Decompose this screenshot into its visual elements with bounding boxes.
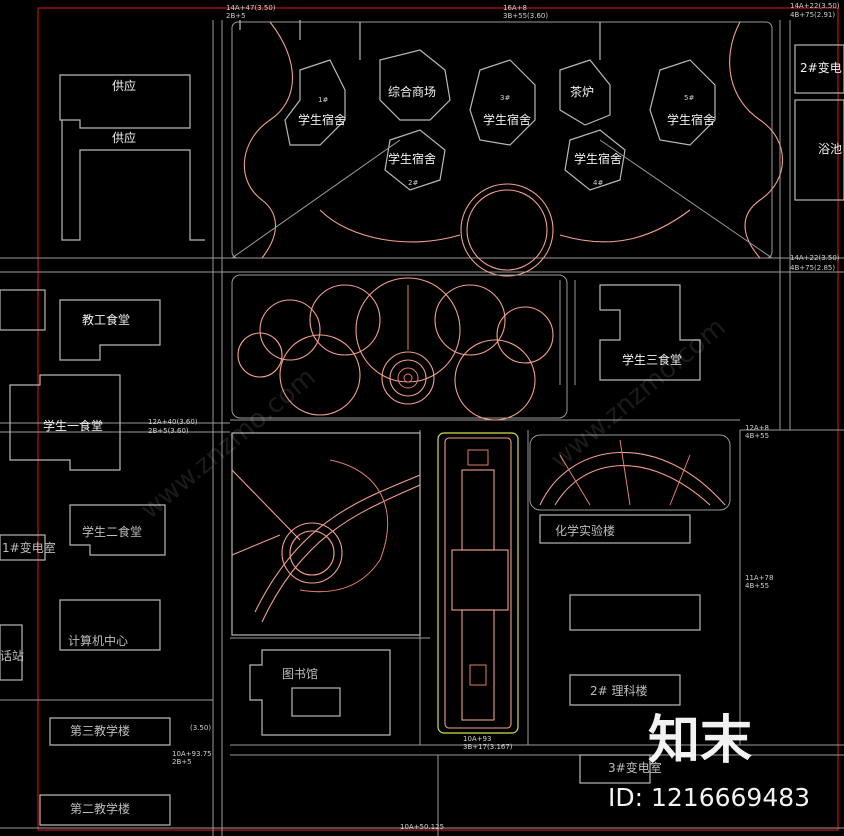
- elev-note: 4B+75(2.91): [790, 11, 835, 19]
- label-substation-2: 2#变电: [800, 60, 842, 75]
- watermark-brand: 知末: [648, 711, 752, 771]
- elev-note: 4B+55: [745, 582, 769, 590]
- central-axis: [437, 432, 519, 734]
- label-mall: 综合商场: [388, 84, 436, 99]
- elev-note: 14A+22(3.50): [790, 2, 840, 10]
- dorm-number-2: 2#: [408, 179, 418, 187]
- elev-note: 10A+93: [463, 735, 491, 743]
- label-dorm-2: 学生宿舍: [388, 151, 436, 166]
- east-arc-plaza: [529, 434, 731, 511]
- elev-note: 10A+93.75: [172, 750, 212, 758]
- label-canteen-2: 学生二食堂: [82, 524, 142, 539]
- supply-buildings: [59, 74, 205, 241]
- elev-note: 10A+50.125: [400, 823, 444, 831]
- dorm-numbers: 1# 2# 3# 4# 5#: [318, 94, 694, 187]
- elev-note: 4B+75(2.85): [790, 264, 835, 272]
- label-supply-2: 供应: [112, 130, 136, 145]
- label-dorm-5: 学生宿舍: [667, 112, 715, 127]
- dorm-number-1: 1#: [318, 96, 328, 104]
- label-phone-station: 话站: [0, 649, 24, 663]
- dorm-number-4: 4#: [593, 179, 603, 187]
- west-canteens: [0, 289, 166, 561]
- watermark-diagonal: www.znzmo.com: [135, 362, 321, 525]
- label-library: 图书馆: [282, 666, 318, 681]
- elev-note: 12A+8: [745, 424, 769, 432]
- canteen-3: [559, 280, 701, 385]
- west-plaza: [231, 432, 421, 636]
- label-dorm-4: 学生宿舍: [574, 151, 622, 166]
- right-top-buildings: [794, 44, 844, 201]
- label-substation-3: 3#变电室: [608, 760, 662, 775]
- label-dorm-1: 学生宿舍: [298, 112, 346, 127]
- elev-note: 11A+78: [745, 574, 773, 582]
- elev-note: 2B+5: [172, 758, 192, 766]
- label-dorm-3: 学生宿舍: [483, 112, 531, 127]
- label-boiler: 茶炉: [570, 84, 594, 99]
- elev-note: 3B+17(3.167): [463, 743, 513, 751]
- east-buildings: [539, 514, 701, 784]
- label-substation-1: 1#变电室: [2, 540, 56, 555]
- label-supply-1: 供应: [112, 78, 136, 93]
- elev-note: 14A+22(3.50): [790, 254, 840, 262]
- label-teaching-2: 第二教学楼: [70, 801, 130, 816]
- elevation-notes: 14A+47(3.50) 2B+5 16A+8 3B+55(3.60) 14A+…: [148, 2, 840, 831]
- label-chem-lab: 化学实验楼: [555, 523, 615, 538]
- elev-note: 16A+8: [503, 4, 527, 12]
- elev-note: 12A+40(3.60): [148, 418, 198, 426]
- label-bath: 浴池: [818, 142, 842, 156]
- watermark-diagonal: www.znzmo.com: [545, 312, 731, 475]
- southwest-buildings: [0, 599, 171, 826]
- elev-note: 4B+55: [745, 432, 769, 440]
- label-canteen-1: 学生一食堂: [43, 418, 103, 433]
- library-building: [249, 649, 391, 736]
- label-canteen-3: 学生三食堂: [622, 352, 682, 367]
- dorm-number-5: 5#: [684, 94, 694, 102]
- elev-note: (3.50): [190, 724, 211, 732]
- label-teaching-3: 第三教学楼: [70, 723, 130, 738]
- dorm-number-3: 3#: [500, 94, 510, 102]
- elev-note: 2B+5: [226, 12, 246, 20]
- elev-note: 3B+55(3.60): [503, 12, 548, 20]
- label-computer-center: 计算机中心: [68, 633, 128, 648]
- building-labels: 供应 供应 学生宿舍 综合商场 学生宿舍 学生宿舍 茶炉 学生宿舍 学生宿舍 2…: [0, 60, 842, 816]
- watermark-id: ID: 1216669483: [608, 783, 810, 812]
- label-science-building: 2# 理科楼: [590, 683, 648, 698]
- dormitory-block: [231, 20, 783, 277]
- elev-note: 14A+47(3.50): [226, 4, 276, 12]
- elev-note: 2B+5(3.60): [148, 427, 189, 435]
- central-garden: [231, 274, 568, 421]
- label-staff-canteen: 教工食堂: [82, 312, 130, 327]
